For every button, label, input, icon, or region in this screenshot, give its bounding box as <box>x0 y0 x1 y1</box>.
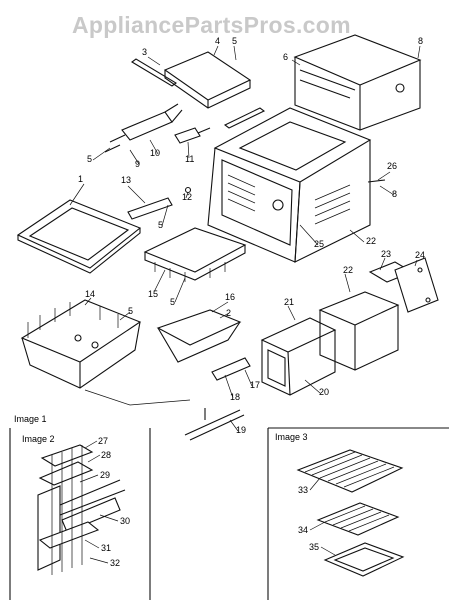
part-number: 27 <box>98 436 108 446</box>
part-number: 5 <box>170 297 175 307</box>
base-pan-part <box>20 299 142 363</box>
part-number: 4 <box>215 36 220 46</box>
part-number: 19 <box>236 425 246 435</box>
valve-part <box>174 127 201 144</box>
part-number: 3 <box>142 47 147 57</box>
broiler-grid-part <box>316 502 400 536</box>
part-number: 25 <box>314 239 324 249</box>
part-number: 13 <box>121 175 131 185</box>
part-number: 1 <box>78 174 83 184</box>
broiler-pan-part <box>323 542 405 577</box>
bracket-part <box>40 444 94 467</box>
part-number: 5 <box>232 36 237 46</box>
igniter-part <box>127 197 173 220</box>
broil-valve-part <box>211 357 251 381</box>
part-number: 20 <box>319 387 329 397</box>
part-number: 22 <box>343 265 353 275</box>
part-number: 14 <box>85 289 95 299</box>
panel-label-image1: Image 1 <box>14 414 47 424</box>
rod-part <box>131 58 177 87</box>
watermark: AppliancePartsPros.com <box>72 12 351 38</box>
top-box-part <box>293 34 422 86</box>
part-number: 24 <box>415 250 425 260</box>
part-number: 11 <box>185 154 194 164</box>
part-number: 32 <box>110 558 120 568</box>
igniter-assembly <box>37 485 61 571</box>
part-number: 8 <box>418 36 423 46</box>
top-panel-part <box>163 51 252 101</box>
oven-rack-part <box>296 449 404 493</box>
part-number: 9 <box>135 159 140 169</box>
part-number: 30 <box>120 516 130 526</box>
panel-label-image2: Image 2 <box>22 434 55 444</box>
part-number: 28 <box>101 450 111 460</box>
part-number: 18 <box>230 392 240 402</box>
part-number: 26 <box>387 161 397 171</box>
broiler-housing-top <box>260 317 337 353</box>
part-number: 34 <box>298 525 308 535</box>
part-number: 16 <box>225 292 235 302</box>
part-number: 10 <box>150 148 160 158</box>
part-number: 6 <box>283 52 288 62</box>
part-number: 21 <box>284 297 294 307</box>
part-number: 8 <box>392 189 397 199</box>
part-number: 29 <box>100 470 110 480</box>
panel-divider-right <box>267 427 449 600</box>
panel-label-image3: Image 3 <box>275 432 308 442</box>
part-number: 12 <box>182 192 192 202</box>
part-number: 33 <box>298 485 308 495</box>
part-number: 31 <box>101 543 111 553</box>
part-number: 15 <box>148 289 158 299</box>
part-number: 17 <box>250 380 260 390</box>
part-number: 35 <box>309 542 319 552</box>
part-number: 23 <box>381 249 391 259</box>
part-number: 5 <box>158 220 163 230</box>
part-number: 22 <box>366 236 376 246</box>
oven-cavity <box>221 159 293 246</box>
part-number: 5 <box>128 306 133 316</box>
burner-part <box>121 111 173 141</box>
rear-box-part <box>318 291 400 326</box>
part-number: 5 <box>87 154 92 164</box>
